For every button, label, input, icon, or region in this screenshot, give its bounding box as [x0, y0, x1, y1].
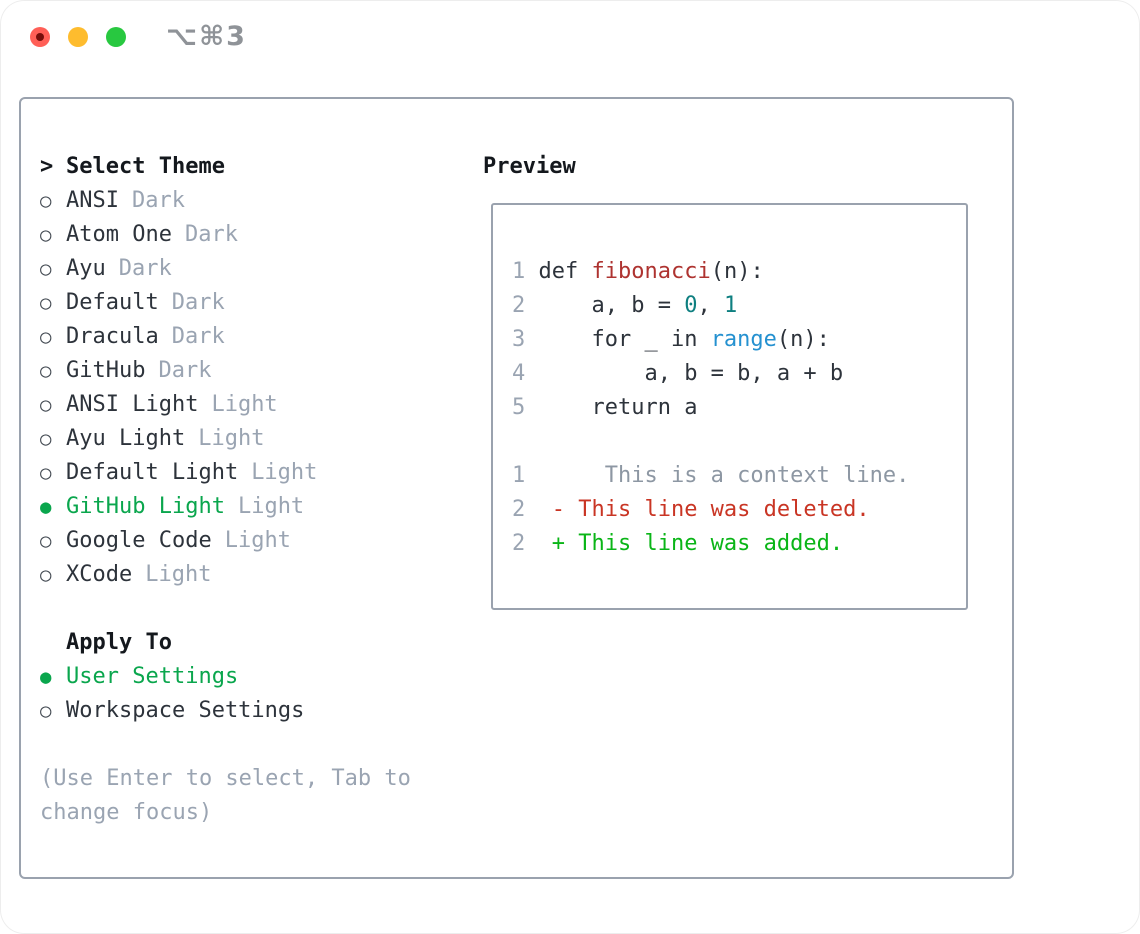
window-title: ⌥⌘3	[166, 21, 247, 52]
preview-box: 1 def fibonacci(n): 2 a, b = 0, 1 3 for _ …	[491, 203, 968, 610]
theme-option-name: Default Light	[66, 460, 239, 485]
close-button[interactable]	[30, 27, 50, 47]
code-line-3: 3 for _ in range(n):	[512, 327, 830, 352]
theme-option-name: Ayu	[66, 256, 106, 281]
radio-unselected-icon: ○	[40, 190, 52, 212]
titlebar: ⌥⌘3	[0, 0, 1140, 52]
code-line-7: 1 This is a context line.	[512, 463, 910, 488]
theme-option-name: GitHub Light	[66, 494, 225, 519]
prompt-icon: >	[40, 154, 54, 179]
traffic-lights	[30, 27, 126, 47]
theme-variant-tag: Dark	[118, 256, 172, 281]
theme-option-ansi-light[interactable]: ○ ANSI Light Light	[40, 388, 483, 422]
theme-variant-tag: Light	[211, 392, 278, 417]
apply-option-name: Workspace Settings	[66, 698, 305, 723]
theme-variant-tag: Light	[145, 562, 212, 587]
radio-unselected-icon: ○	[40, 462, 52, 484]
theme-option-name: ANSI	[66, 188, 119, 213]
select-theme-label: Select Theme	[66, 154, 225, 179]
minimize-button[interactable]	[68, 27, 88, 47]
theme-variant-tag: Dark	[184, 222, 238, 247]
theme-option-name: Google Code	[66, 528, 212, 553]
spacer	[40, 592, 483, 626]
theme-option-name: Atom One	[66, 222, 172, 247]
theme-option-ayu-light[interactable]: ○ Ayu Light Light	[40, 422, 483, 456]
theme-option-name: GitHub	[66, 358, 146, 383]
theme-variant-tag: Light	[224, 528, 291, 553]
help-line-2: change focus)	[40, 800, 213, 825]
theme-variant-tag: Dark	[171, 290, 225, 315]
theme-option-atom-one[interactable]: ○ Atom One Dark	[40, 218, 483, 252]
code-line-2: 2 a, b = 0, 1	[512, 293, 738, 318]
code-line-6	[512, 425, 966, 459]
code-line-1: 1 def fibonacci(n):	[512, 259, 764, 284]
spacer	[40, 728, 483, 762]
theme-option-default[interactable]: ○ Default Dark	[40, 286, 483, 320]
preview-code: 1 def fibonacci(n): 2 a, b = 0, 1 3 for _ …	[493, 205, 966, 561]
theme-option-google-code[interactable]: ○ Google Code Light	[40, 524, 483, 558]
apply-option-workspace-settings[interactable]: ○ Workspace Settings	[40, 694, 483, 728]
radio-unselected-icon: ○	[40, 360, 52, 382]
radio-unselected-icon: ○	[40, 700, 52, 722]
apply-to-list: ● User Settings ○ Workspace Settings	[40, 660, 483, 728]
theme-variant-tag: Dark	[158, 358, 212, 383]
theme-option-github-light[interactable]: ● GitHub Light Light	[40, 490, 483, 524]
theme-variant-tag: Dark	[171, 324, 225, 349]
theme-option-xcode[interactable]: ○ XCode Light	[40, 558, 483, 592]
radio-unselected-icon: ○	[40, 258, 52, 280]
theme-option-github[interactable]: ○ GitHub Dark	[40, 354, 483, 388]
apply-to-header: Apply To	[40, 626, 483, 660]
theme-option-name: ANSI Light	[66, 392, 199, 417]
radio-selected-icon: ●	[40, 666, 52, 688]
help-line-1: (Use Enter to select, Tab to	[40, 766, 411, 791]
radio-unselected-icon: ○	[40, 428, 52, 450]
theme-option-ansi[interactable]: ○ ANSI Dark	[40, 184, 483, 218]
preview-header: Preview	[483, 150, 1012, 184]
radio-unselected-icon: ○	[40, 394, 52, 416]
preview-column: Preview 1 def fibonacci(n): 2 a, b = 0, 1…	[483, 99, 1012, 610]
zoom-button[interactable]	[106, 27, 126, 47]
apply-option-user-settings[interactable]: ● User Settings	[40, 660, 483, 694]
theme-variant-tag: Light	[237, 494, 305, 519]
code-line-8: 2 - This line was deleted.	[512, 497, 870, 522]
radio-unselected-icon: ○	[40, 530, 52, 552]
radio-unselected-icon: ○	[40, 564, 52, 586]
radio-selected-icon: ●	[40, 496, 52, 518]
theme-option-name: Dracula	[66, 324, 159, 349]
theme-variant-tag: Light	[198, 426, 265, 451]
theme-option-name: Ayu Light	[66, 426, 186, 451]
help-text: (Use Enter to select, Tab to change focu…	[40, 762, 483, 830]
preview-label: Preview	[483, 154, 576, 179]
radio-unselected-icon: ○	[40, 292, 52, 314]
radio-unselected-icon: ○	[40, 326, 52, 348]
theme-option-dracula[interactable]: ○ Dracula Dark	[40, 320, 483, 354]
theme-option-default-light[interactable]: ○ Default Light Light	[40, 456, 483, 490]
radio-unselected-icon: ○	[40, 224, 52, 246]
theme-option-ayu[interactable]: ○ Ayu Dark	[40, 252, 483, 286]
theme-variant-tag: Dark	[131, 188, 185, 213]
theme-option-name: XCode	[66, 562, 133, 587]
select-theme-header: > Select Theme	[40, 150, 483, 184]
theme-variant-tag: Light	[251, 460, 318, 485]
apply-to-label: Apply To	[66, 630, 172, 655]
code-line-5: 5 return a	[512, 395, 698, 420]
code-line-9: 2 + This line was added.	[512, 531, 844, 556]
theme-option-name: Default	[66, 290, 159, 315]
code-line-4: 4 a, b = b, a + b	[512, 361, 844, 386]
apply-option-name: User Settings	[66, 664, 239, 689]
